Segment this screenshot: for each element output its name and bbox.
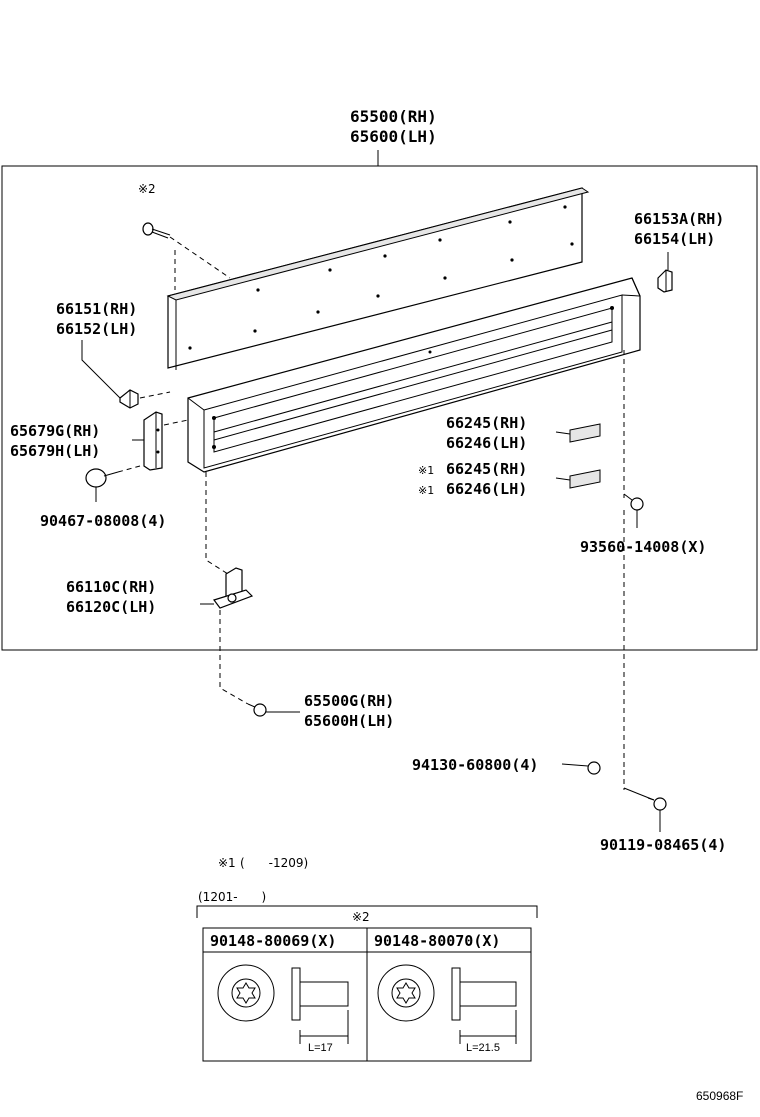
label-plate-a	[569, 423, 601, 443]
torx-head-icon-1	[217, 964, 275, 1022]
note1-mark: ※1	[218, 856, 236, 870]
nut-94130	[587, 761, 601, 775]
label-66151: 66151(RH)	[56, 300, 138, 318]
label-main-lh: 65600(LH)	[350, 127, 437, 146]
table-col2-part: 90148-80070(X)	[374, 932, 501, 950]
label-main-rh: 65500(RH)	[350, 107, 437, 126]
label-66152: 66152(LH)	[56, 320, 138, 338]
label-65600h: 65600H(LH)	[304, 712, 395, 730]
upper-board-panel	[166, 187, 590, 370]
label-90119: 90119-08465(4)	[600, 836, 727, 854]
label-mark1-a: ※1	[418, 464, 435, 477]
bolt-90119	[623, 787, 667, 811]
label-94130: 94130-60800(4)	[412, 756, 539, 774]
figure-id: 650968F	[696, 1089, 744, 1103]
label-65679h: 65679H(LH)	[10, 442, 101, 460]
label-66246-b: 66246(LH)	[446, 480, 528, 498]
label-66154: 66154(LH)	[634, 230, 716, 248]
label-66120c: 66120C(LH)	[66, 598, 157, 616]
range2-mark: ※2	[352, 910, 370, 924]
label-mark1-b: ※1	[418, 484, 435, 497]
clip-66151	[119, 389, 139, 409]
bracket-66153a	[657, 269, 673, 293]
table-col1-length: L=17	[308, 1042, 333, 1054]
label-66153a: 66153A(RH)	[634, 210, 725, 228]
bracket-65679g	[143, 411, 163, 471]
table-col2-length: L=21.5	[466, 1042, 500, 1054]
lower-frame-panel	[187, 277, 641, 473]
assembly-frame	[1, 165, 758, 651]
label-66245-b: 66245(RH)	[446, 460, 528, 478]
label-66110c: 66110C(RH)	[66, 578, 157, 596]
table-col1-part: 90148-80069(X)	[210, 932, 337, 950]
torx-head-icon-2	[377, 964, 435, 1022]
label-plate-b	[569, 469, 601, 489]
bolt-side-icon-2	[451, 967, 517, 1044]
label-65679g: 65679G(RH)	[10, 422, 101, 440]
fastener-table	[202, 927, 532, 1062]
label-65500g: 65500G(RH)	[304, 692, 395, 710]
bolt-mark2	[142, 222, 171, 239]
label-66245-a: 66245(RH)	[446, 414, 528, 432]
range2-label: (1201- )	[198, 890, 267, 904]
bolt-65500g	[247, 703, 267, 717]
bolt-side-icon-1	[291, 967, 349, 1044]
bolt-93560	[623, 493, 644, 511]
label-90467: 90467-08008(4)	[40, 512, 167, 530]
note1-range: ( -1209)	[240, 856, 309, 870]
label-66246-a: 66246(LH)	[446, 434, 528, 452]
clip-90467	[85, 468, 119, 488]
hinge-66110c	[213, 567, 254, 609]
label-93560: 93560-14008(X)	[580, 538, 707, 556]
label-mark2-top: ※2	[138, 182, 156, 196]
